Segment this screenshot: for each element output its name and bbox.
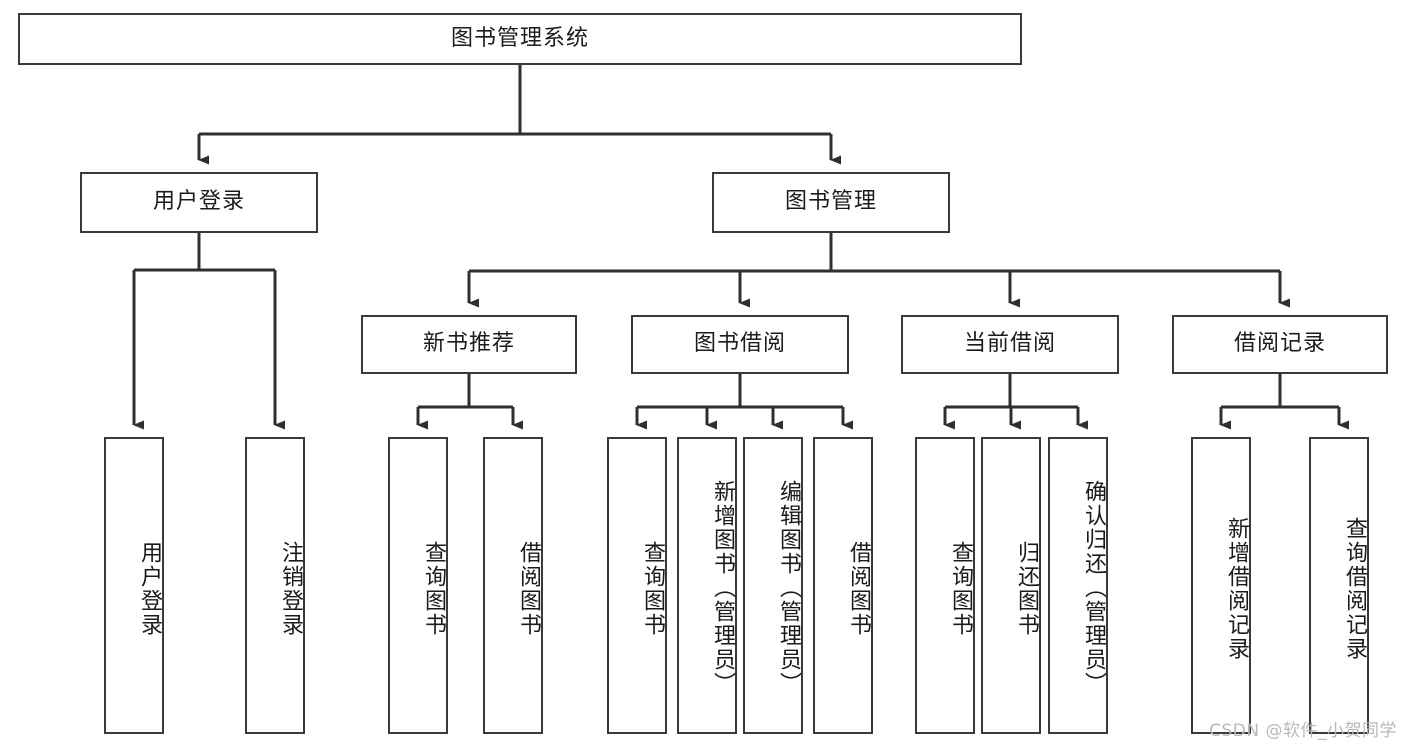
node-leaf-logout-login-label: 注销登录 bbox=[278, 540, 303, 637]
node-leaf-borrow-query-book-label: 查询图书 bbox=[640, 540, 665, 637]
node-leaf-recommend-borrow-book[interactable]: 借阅图书 bbox=[483, 437, 543, 734]
node-borrow-record-label: 借阅记录 bbox=[1233, 331, 1326, 357]
node-leaf-current-query-book[interactable]: 查询图书 bbox=[915, 437, 975, 734]
node-leaf-edit-book-admin[interactable]: 编辑图书（管理员） bbox=[743, 437, 803, 734]
node-leaf-return-book[interactable]: 归还图书 bbox=[981, 437, 1041, 734]
node-book-borrow-label: 图书借阅 bbox=[693, 331, 786, 357]
node-leaf-query-borrow-record[interactable]: 查询借阅记录 bbox=[1309, 437, 1369, 734]
node-leaf-current-query-book-label: 查询图书 bbox=[948, 540, 973, 637]
node-book-manage[interactable]: 图书管理 bbox=[712, 172, 950, 233]
node-leaf-recommend-query-book[interactable]: 查询图书 bbox=[388, 437, 448, 734]
node-current-borrow-label: 当前借阅 bbox=[963, 331, 1056, 357]
node-leaf-borrow-query-book[interactable]: 查询图书 bbox=[607, 437, 667, 734]
node-current-borrow[interactable]: 当前借阅 bbox=[901, 315, 1119, 374]
node-borrow-record[interactable]: 借阅记录 bbox=[1172, 315, 1388, 374]
node-leaf-recommend-query-book-label: 查询图书 bbox=[421, 540, 446, 637]
node-root-system-label: 图书管理系统 bbox=[450, 25, 589, 51]
node-root-system[interactable]: 图书管理系统 bbox=[18, 13, 1022, 65]
node-leaf-edit-book-admin-label: 编辑图书（管理员） bbox=[776, 479, 801, 696]
node-leaf-user-login-label: 用户登录 bbox=[137, 540, 162, 637]
node-book-borrow[interactable]: 图书借阅 bbox=[631, 315, 849, 374]
node-leaf-query-borrow-record-label: 查询借阅记录 bbox=[1342, 516, 1367, 661]
node-leaf-borrow-book-label: 借阅图书 bbox=[846, 540, 871, 637]
node-leaf-add-book-admin[interactable]: 新增图书（管理员） bbox=[677, 437, 737, 734]
node-new-book-recommend-label: 新书推荐 bbox=[422, 331, 515, 357]
node-leaf-add-borrow-record-label: 新增借阅记录 bbox=[1224, 516, 1249, 661]
node-leaf-confirm-return-admin-label: 确认归还（管理员） bbox=[1081, 479, 1106, 696]
csdn-watermark: CSDN @软件_小贺同学 bbox=[1209, 721, 1397, 741]
node-user-login[interactable]: 用户登录 bbox=[80, 172, 318, 233]
node-leaf-return-book-label: 归还图书 bbox=[1014, 540, 1039, 637]
node-leaf-recommend-borrow-book-label: 借阅图书 bbox=[516, 540, 541, 637]
node-user-login-label: 用户登录 bbox=[152, 189, 245, 215]
node-leaf-user-login[interactable]: 用户登录 bbox=[104, 437, 164, 734]
node-leaf-confirm-return-admin[interactable]: 确认归还（管理员） bbox=[1048, 437, 1108, 734]
node-book-manage-label: 图书管理 bbox=[784, 189, 877, 215]
node-leaf-logout-login[interactable]: 注销登录 bbox=[245, 437, 305, 734]
node-leaf-add-book-admin-label: 新增图书（管理员） bbox=[710, 479, 735, 696]
node-leaf-add-borrow-record[interactable]: 新增借阅记录 bbox=[1191, 437, 1251, 734]
node-leaf-borrow-book[interactable]: 借阅图书 bbox=[813, 437, 873, 734]
node-new-book-recommend[interactable]: 新书推荐 bbox=[361, 315, 577, 374]
